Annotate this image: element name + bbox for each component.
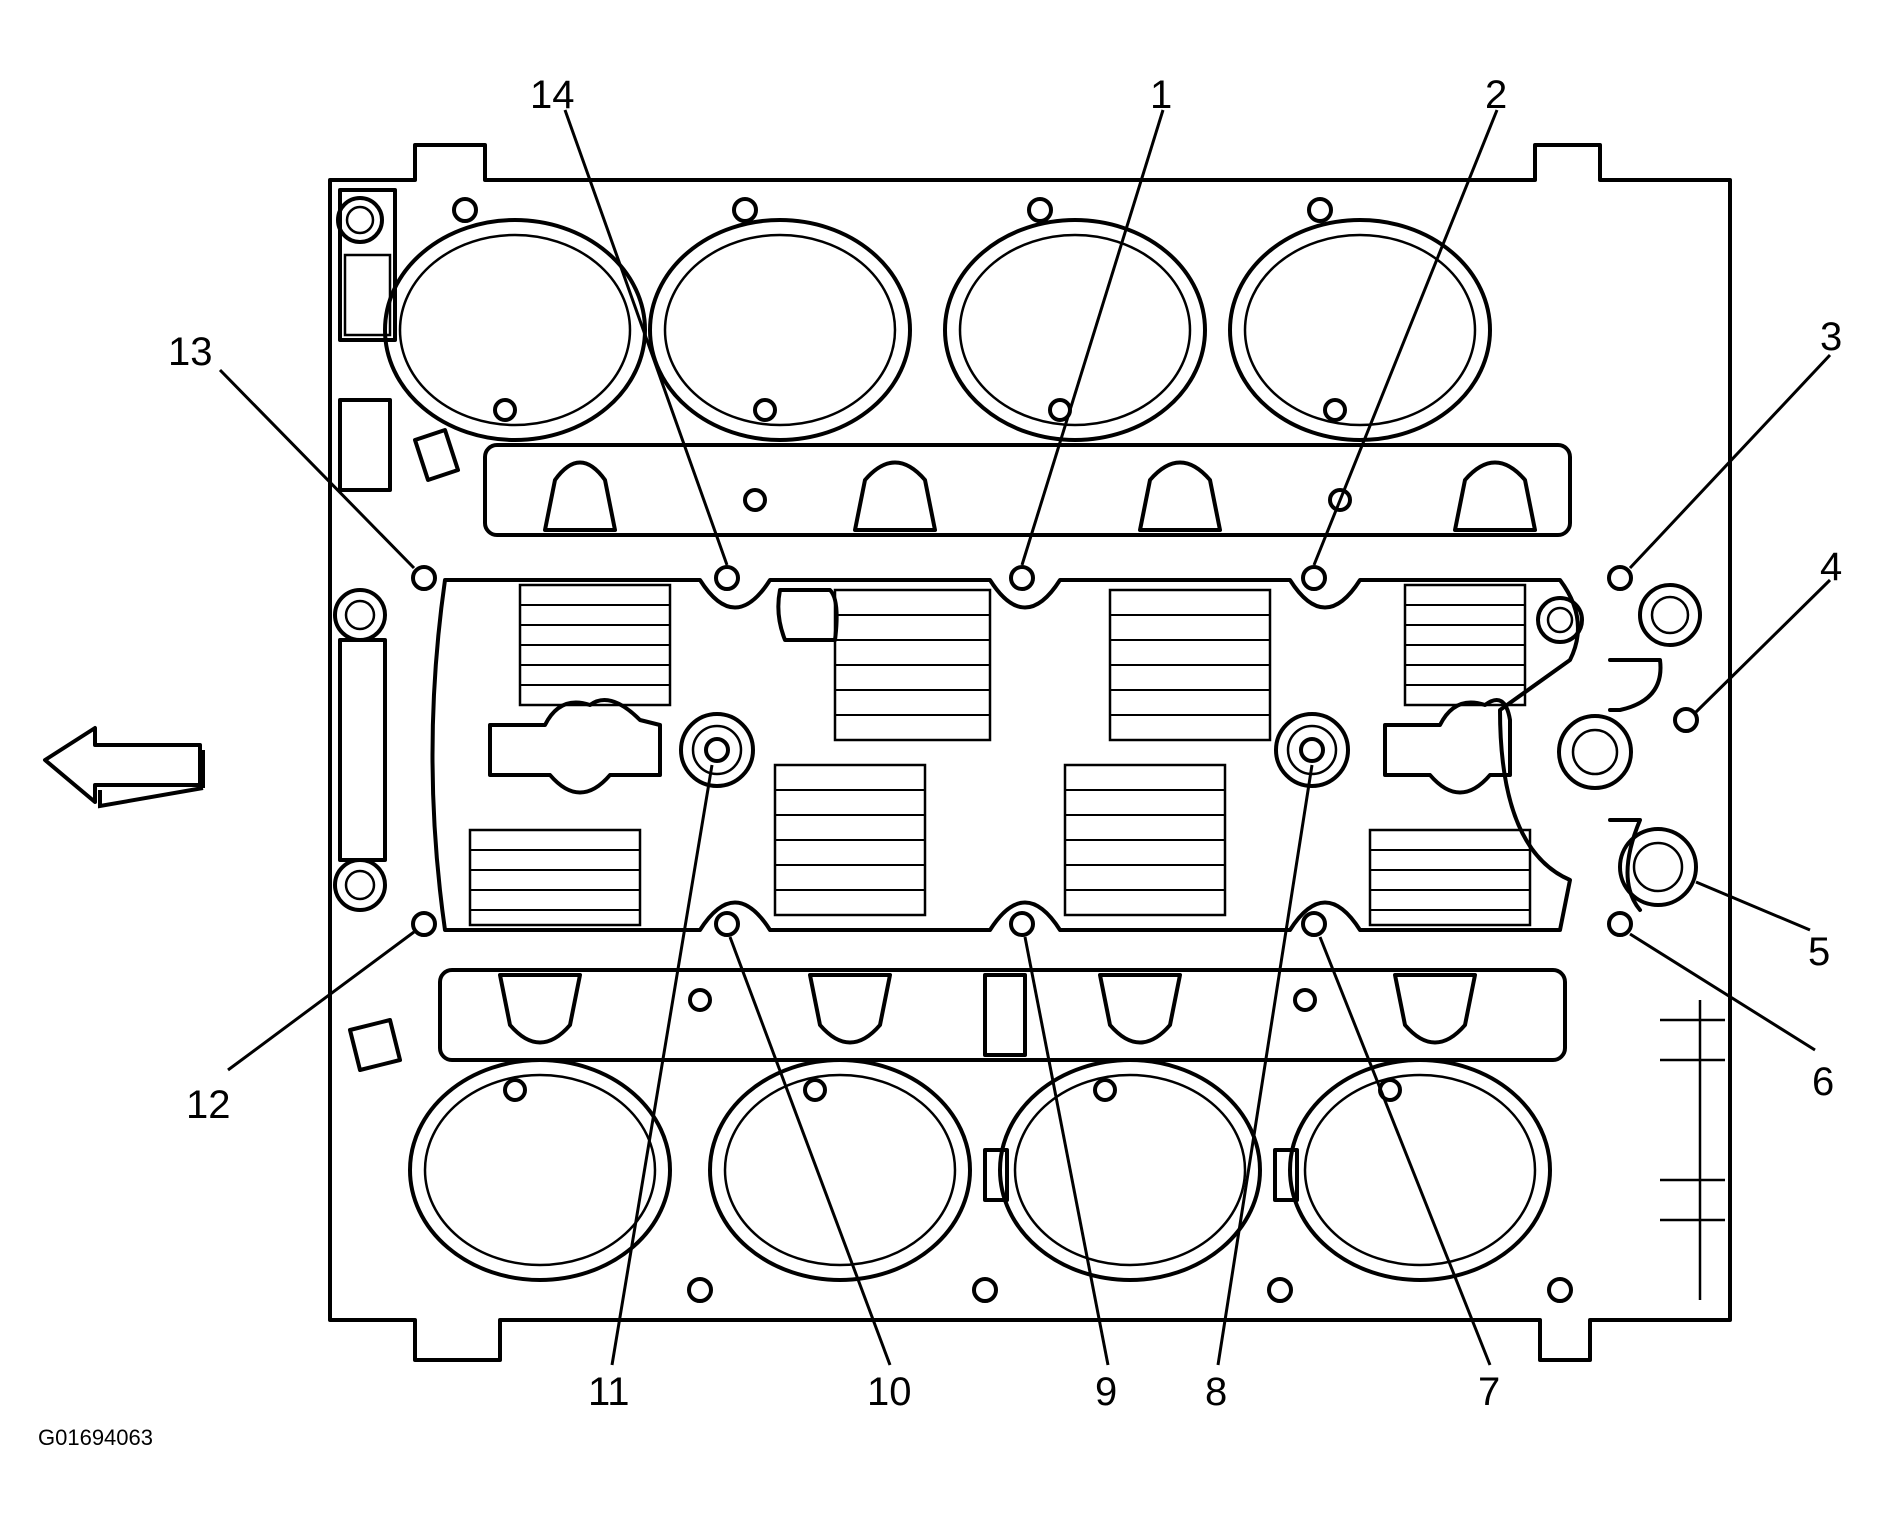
lower-lifter-galley — [438, 968, 1567, 1062]
callout-5: 5 — [1808, 930, 1830, 974]
arrow-left-icon — [43, 726, 205, 809]
bolt-hole-8 — [1299, 737, 1325, 763]
callout-11: 11 — [588, 1370, 630, 1414]
bolt-hole-7 — [1301, 911, 1327, 937]
bolt-hole-4 — [1673, 707, 1699, 733]
left-side-features — [333, 188, 460, 1072]
callout-12: 12 — [186, 1083, 231, 1127]
bolt-hole-3 — [1607, 565, 1633, 591]
bolt-hole-12 — [411, 911, 437, 937]
figure-id: G01694063 — [38, 1425, 153, 1450]
callout-1: 1 — [1150, 73, 1172, 117]
callout-2: 2 — [1485, 73, 1507, 117]
bolt-hole-9 — [1009, 911, 1035, 937]
callout-4: 4 — [1820, 545, 1842, 589]
callout-6: 6 — [1812, 1060, 1834, 1104]
callout-10: 10 — [867, 1370, 912, 1414]
central-valley — [430, 578, 1584, 932]
bolt-hole-1 — [1009, 565, 1035, 591]
bolt-hole-6 — [1607, 911, 1633, 937]
bolt-hole-2 — [1301, 565, 1327, 591]
lower-cylinder-bank — [408, 1058, 1573, 1303]
head-bolt-holes — [411, 565, 1699, 937]
callout-9: 9 — [1095, 1370, 1117, 1414]
callout-7: 7 — [1478, 1370, 1500, 1414]
callout-14: 14 — [530, 73, 575, 117]
upper-lifter-galley — [483, 443, 1572, 537]
bolt-hole-13 — [411, 565, 437, 591]
callout-3: 3 — [1820, 315, 1842, 359]
callout-13: 13 — [168, 330, 213, 374]
bolt-hole-14 — [714, 565, 740, 591]
upper-cylinder-bank — [383, 197, 1492, 442]
bolt-hole-11 — [704, 737, 730, 763]
callout-labels: 1 2 3 4 5 6 7 8 9 10 11 12 13 14 — [168, 73, 1842, 1414]
leader-lines — [218, 109, 1832, 1366]
right-side-features — [1557, 583, 1702, 912]
callout-8: 8 — [1205, 1370, 1227, 1414]
bolt-hole-10 — [714, 911, 740, 937]
engine-block-outline — [328, 143, 1732, 1362]
